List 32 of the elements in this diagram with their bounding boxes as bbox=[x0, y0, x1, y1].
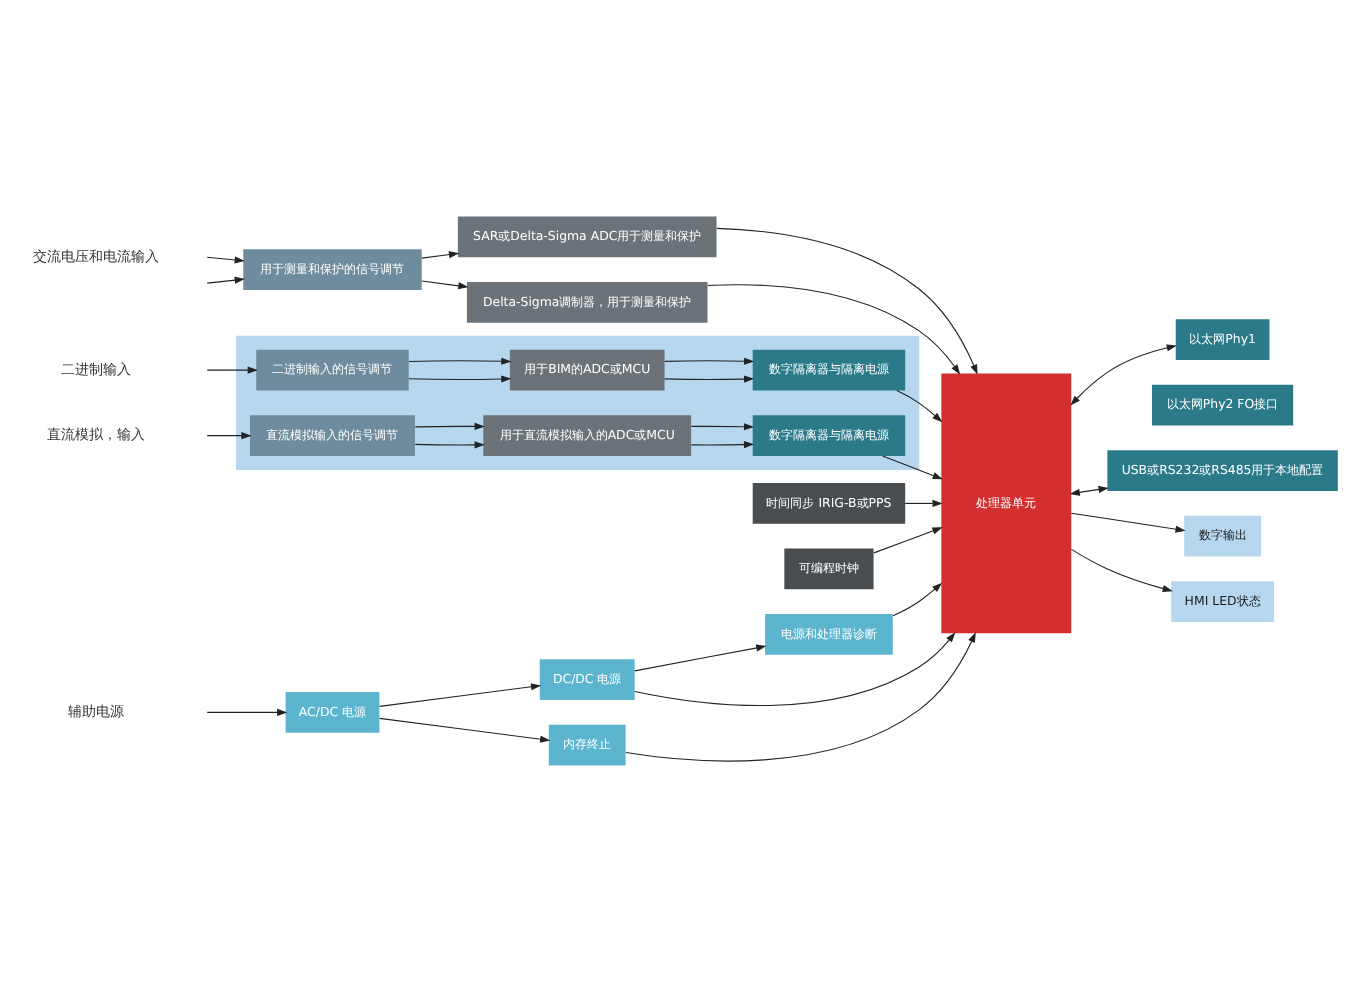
arrow bbox=[664, 375, 755, 383]
arrow bbox=[206, 366, 258, 374]
arrow bbox=[892, 582, 943, 617]
arrow bbox=[1070, 512, 1186, 533]
arrow bbox=[882, 455, 943, 480]
arrow bbox=[379, 717, 551, 743]
arrow bbox=[664, 357, 755, 365]
arrow bbox=[421, 251, 460, 259]
arrow bbox=[408, 357, 512, 365]
arrow bbox=[379, 683, 542, 707]
arrow bbox=[408, 375, 512, 383]
arrow bbox=[707, 284, 961, 375]
arrow bbox=[690, 423, 755, 431]
arrow bbox=[634, 632, 956, 706]
arrow bbox=[206, 432, 252, 440]
arrow bbox=[414, 422, 485, 430]
arrow bbox=[421, 280, 469, 290]
arrow bbox=[896, 389, 943, 423]
arrow bbox=[690, 441, 755, 449]
arrow bbox=[904, 499, 943, 507]
arrow bbox=[1070, 548, 1173, 592]
arrow bbox=[625, 632, 976, 762]
arrow bbox=[414, 441, 485, 449]
arrow bbox=[1070, 344, 1177, 406]
arrow bbox=[206, 708, 288, 716]
arrow bbox=[716, 227, 978, 375]
arrow bbox=[1069, 485, 1109, 496]
arrow bbox=[873, 527, 943, 554]
cluster bbox=[235, 335, 920, 471]
arrow bbox=[634, 644, 767, 672]
arrow bbox=[206, 276, 245, 284]
arrow bbox=[206, 256, 245, 264]
